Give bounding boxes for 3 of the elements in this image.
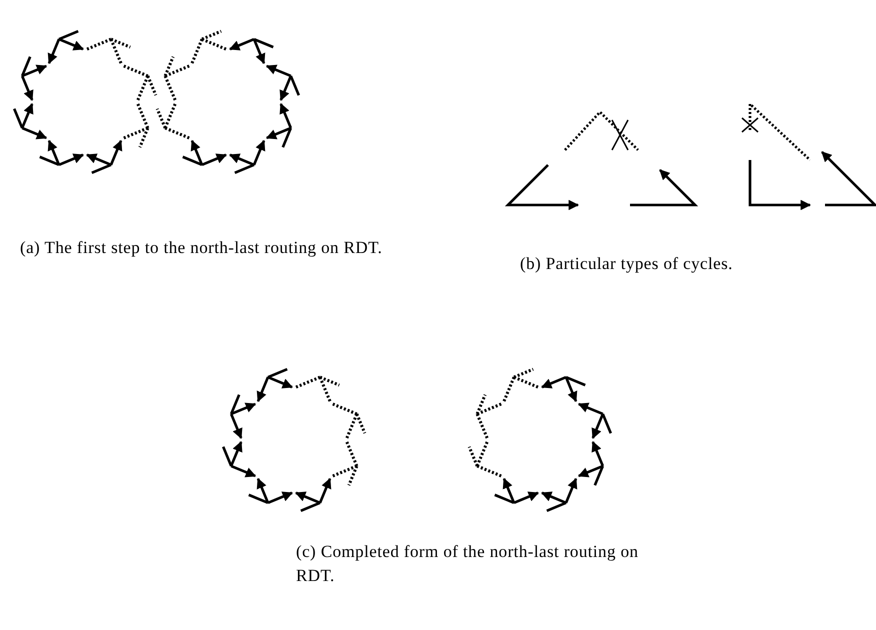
caption: (b) Particular types of cycles.	[520, 253, 734, 275]
caption: (c) Completed form of the north-last routing on RDT.	[296, 541, 640, 587]
caption: (a) The first step to the north-last routing on RDT.	[20, 237, 384, 259]
